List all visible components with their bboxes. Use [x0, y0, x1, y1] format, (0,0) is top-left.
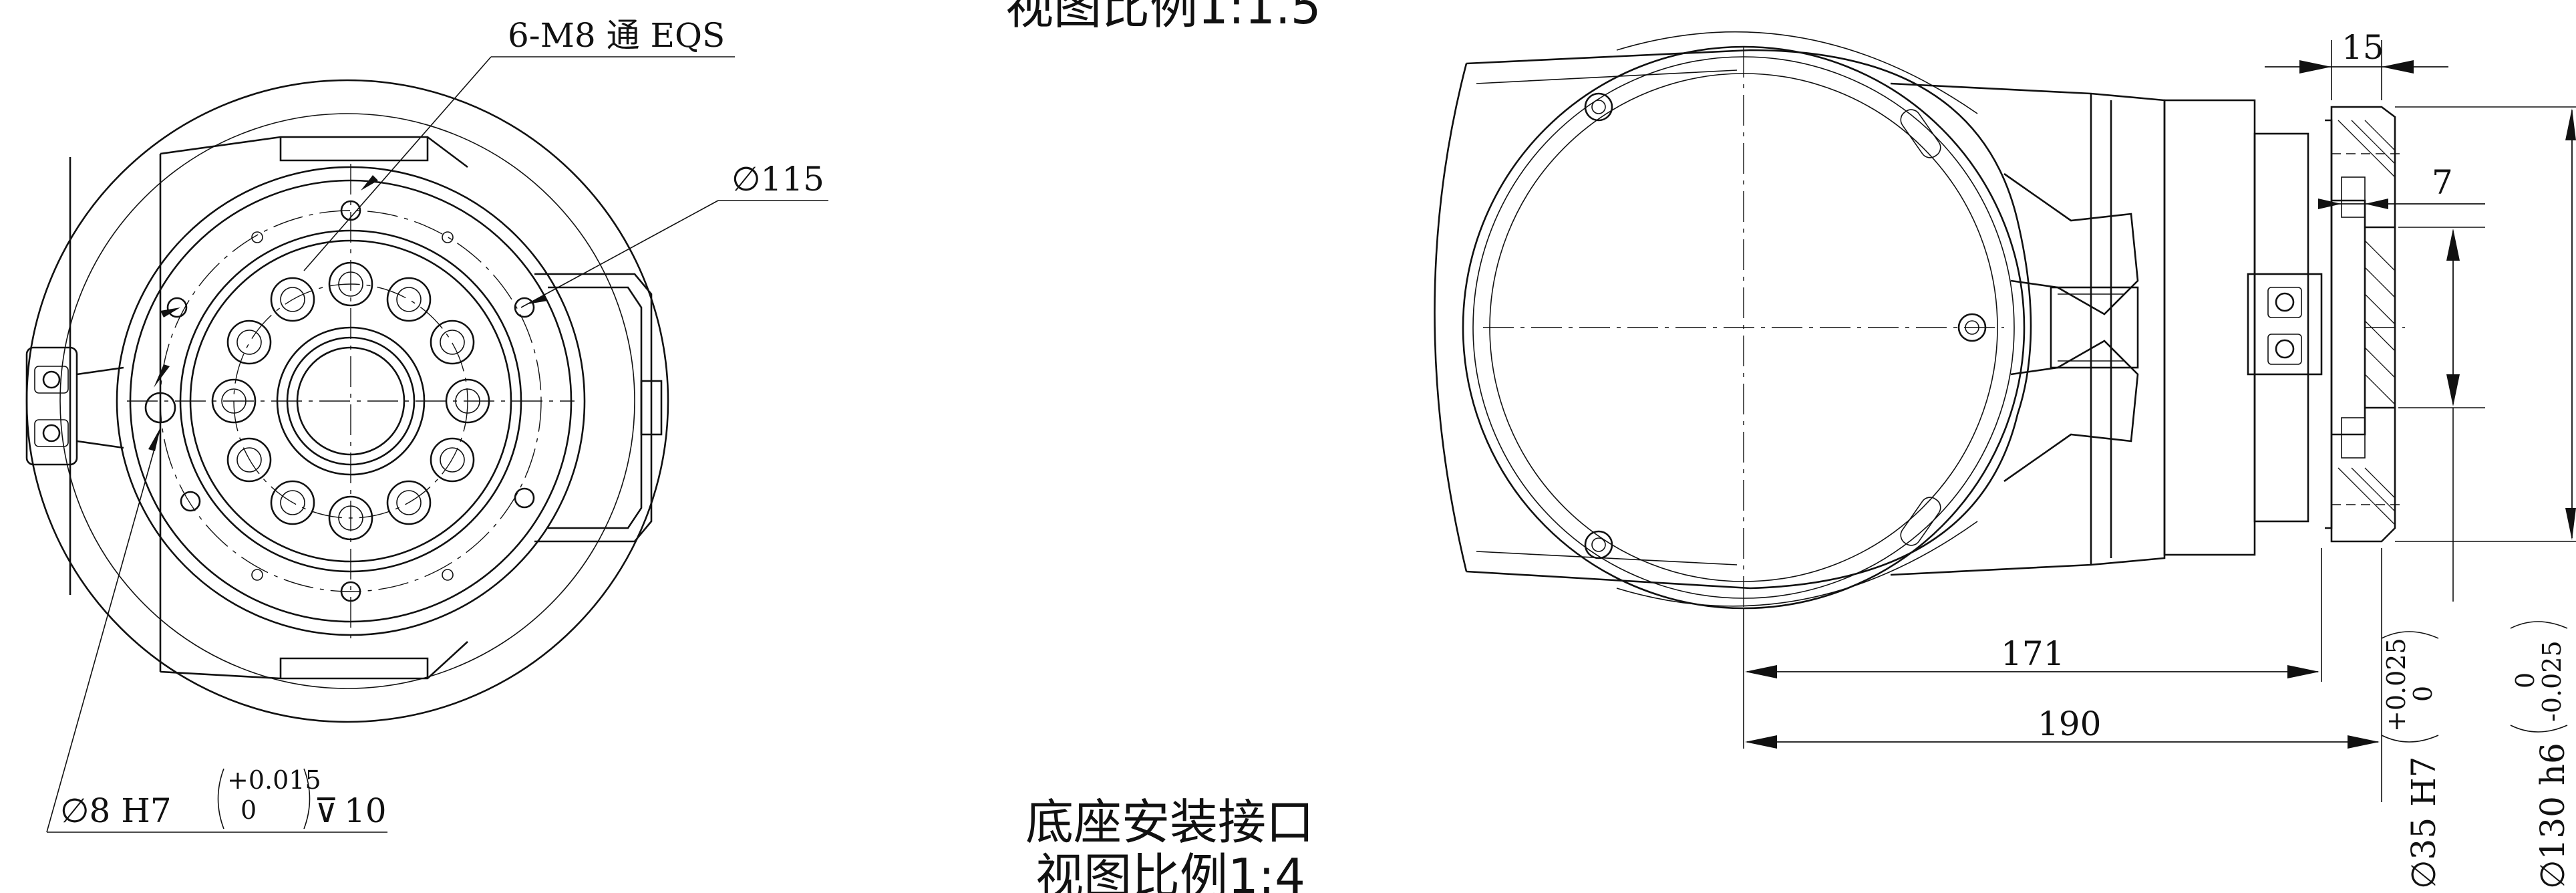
bore-main: ∅35 H7: [2404, 757, 2443, 890]
pin-tol-upper: +0.015: [227, 765, 321, 795]
pin-tol-lower: 0: [240, 795, 257, 825]
circle-diameter-label: ∅115: [732, 160, 824, 199]
m8-holes: [166, 200, 535, 602]
base-caption-line2: 视图比例1:4: [1035, 848, 1305, 893]
dim-190: 190: [2038, 705, 2101, 743]
side-elevation-view: [1434, 31, 2576, 802]
pin-depth-symbol: ⊽: [314, 791, 339, 830]
bolt-circle-holes: [211, 261, 490, 541]
pin-callout-main: ∅8 H7: [60, 791, 172, 830]
dim-171: 171: [2001, 634, 2064, 673]
flange-front-view: [25, 56, 828, 833]
shaft-main: ∅130 h6: [2533, 743, 2572, 889]
bore-callout: ∅35 H7 +0.025 0: [2381, 631, 2443, 890]
shaft-tol-lower: -0.025: [2537, 640, 2567, 722]
dim-15: 15: [2342, 28, 2384, 67]
bore-tol-lower: 0: [2408, 686, 2438, 702]
shaft-callout: ∅130 h6 0 -0.025: [2510, 621, 2572, 889]
shaft-tol-upper: 0: [2511, 672, 2540, 688]
pin-depth: 10: [344, 791, 387, 830]
holes-callout: 6-M8 通 EQS: [508, 16, 725, 55]
base-caption-line1: 底座安装接口: [1025, 794, 1314, 850]
bore-tol-upper: +0.025: [2382, 638, 2411, 732]
top-view-caption: 视图比例1:1.5: [1005, 0, 1321, 35]
dim-7: 7: [2432, 163, 2453, 202]
section-hatching: [2338, 120, 2396, 525]
